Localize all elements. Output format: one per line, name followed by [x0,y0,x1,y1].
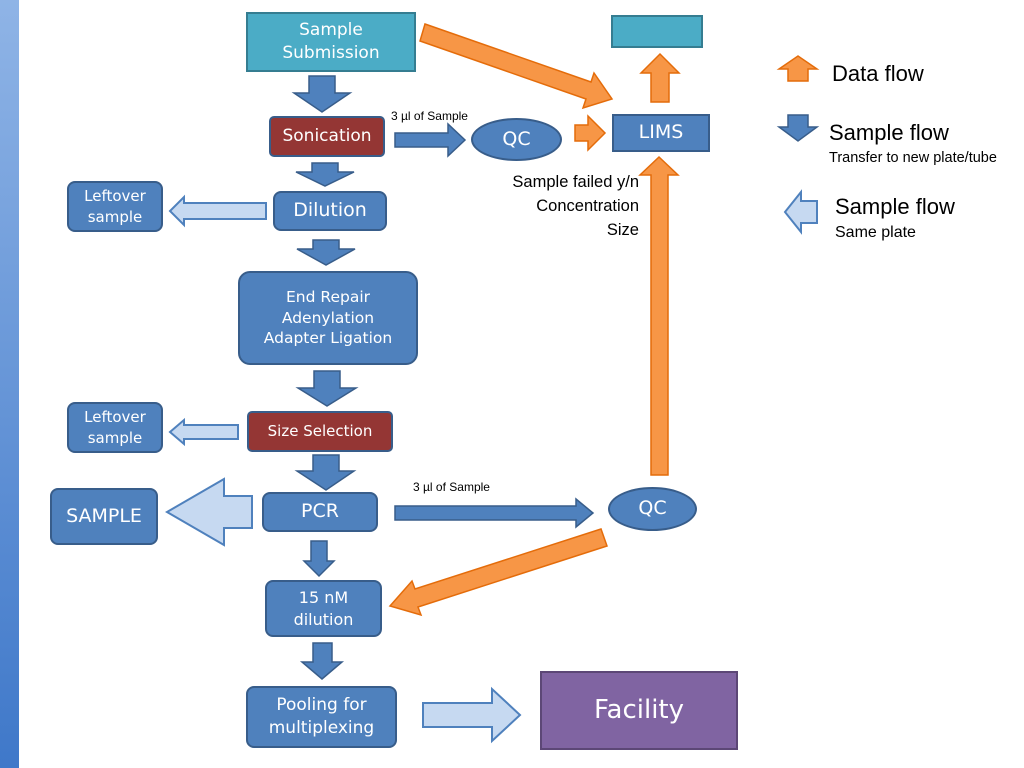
node-qc-top: QC [471,118,562,161]
node-sample-submission: Sample Submission [246,12,416,72]
legend-data-flow-arrow [776,55,820,82]
arrow-submission-to-lims [419,23,614,110]
node-dilution: Dilution [273,191,387,231]
arrow-qc-bottom-to-lims [638,155,680,476]
node-qc-bottom: QC [608,487,697,531]
node-size-selection: Size Selection [247,411,393,452]
legend-same-plate-arrow [783,189,818,235]
label-qc-bottom-amount: 3 µl of Sample [413,480,490,494]
label-qc-top-amount: 3 µl of Sample [391,109,468,123]
label-qc-results: Sample failed y/n Concentration Size [512,173,639,239]
arrow-pcr-to-sample [165,477,253,547]
node-pooling: Pooling for multiplexing [246,686,397,748]
arrow-sonication-to-dilution [295,162,355,187]
node-end-repair: End Repair Adenylation Adapter Ligation [238,271,418,365]
arrow-pooling-to-facility [422,686,522,744]
node-sample: SAMPLE [50,488,158,545]
slide-accent-bar [0,0,19,768]
arrow-sizeselection-to-leftover [168,417,239,447]
arrow-dilution-to-endrepair [296,239,356,266]
legend-sample-flow-arrow [776,114,820,142]
node-pcr: PCR [262,492,378,532]
legend-same-plate-sublabel: Same plate [835,224,916,241]
arrow-pcr-to-15nm [302,540,336,578]
arrow-lims-to-top-box [639,52,681,103]
node-facility: Facility [540,671,738,750]
legend-data-flow-label: Data flow [832,61,924,86]
node-sonication: Sonication [269,116,385,157]
arrow-pcr-to-qc [394,497,595,529]
arrow-qc-to-lims [574,114,607,152]
node-leftover-sample-2: Leftover sample [67,402,163,453]
legend-same-plate-label: Sample flow [835,194,955,219]
legend-sample-flow-sublabel: Transfer to new plate/tube [829,150,997,166]
arrow-endrepair-to-sizeselection [295,370,359,407]
legend-sample-flow-label: Sample flow [829,120,949,145]
arrow-qc-bottom-to-15nm [388,528,608,617]
arrow-sizeselection-to-pcr [294,454,357,491]
arrow-submission-to-sonication [291,75,353,113]
node-15nm-dilution: 15 nM dilution [265,580,382,637]
arrow-15nm-to-pooling [299,642,345,680]
arrow-dilution-to-leftover [168,194,267,228]
node-lims: LIMS [612,114,710,152]
node-top-right-box [611,15,703,48]
arrow-sonication-to-qc [394,122,467,158]
node-leftover-sample-1: Leftover sample [67,181,163,232]
